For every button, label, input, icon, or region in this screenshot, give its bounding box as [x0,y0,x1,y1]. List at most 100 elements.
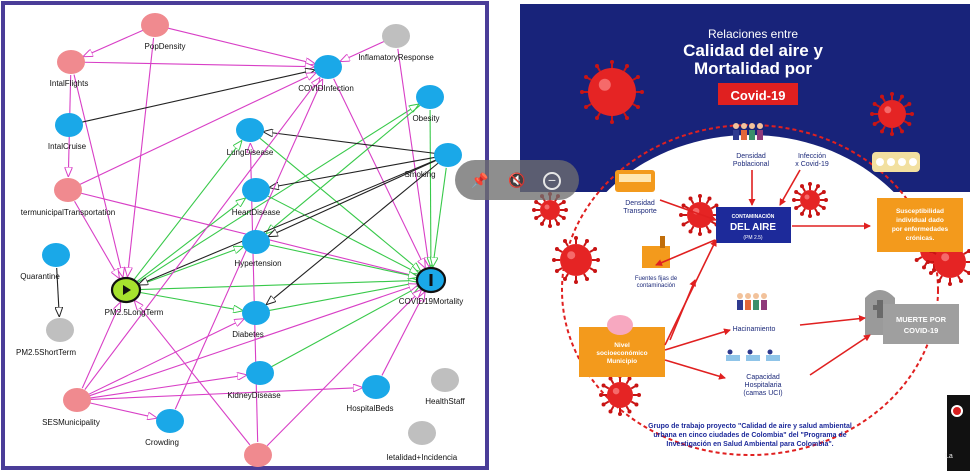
node-obesity[interactable]: Obesity [412,85,444,123]
node-label: Obesity [412,114,439,123]
susceptibilidad-line3: por enfermedades [892,226,949,233]
node-popdensity[interactable]: PopDensity [141,13,185,51]
node-circle [63,388,91,412]
poster-title-line3: Mortalidad por [694,59,812,78]
overlay-toolbar[interactable]: 📌 🔇 − [455,160,579,200]
node-covidinfection[interactable]: COVIDInfection [298,55,354,93]
node-circle [314,55,342,79]
hacinamiento-label: Hacinamiento [733,326,776,333]
node-inflammatory[interactable]: InflamatoryResponse [358,24,434,62]
node-pm25short[interactable]: PM2.5ShortTerm [16,318,76,357]
edge-smoking-diabetes [267,162,439,304]
edge-bottompink-covidmortality [266,290,421,447]
fuentes-line1: Fuentes fijas de [635,276,678,282]
pin-icon[interactable]: 📌 [471,172,489,188]
edge-pm25long-heart [135,199,245,283]
bus-icon [615,170,655,192]
node-circle [141,13,169,37]
edge-pm25long-obesity [136,105,418,284]
corner-text: La [945,453,953,460]
node-label: PopDensity [145,42,186,51]
node-intalflights[interactable]: IntalFlights [50,50,89,88]
edge-intermunicipal-covidinfection [79,73,316,185]
node-circle [42,243,70,267]
node-label: HealthStaff [425,397,465,406]
densidad-transporte-line2: Transporte [623,208,657,215]
minus-icon[interactable]: − [543,172,561,190]
edge-obesity-covidmortality [430,109,431,266]
bar-icon [429,274,433,286]
node-diabetes[interactable]: Diabetes [232,301,270,339]
edge-inflammatory-covidmortality [397,48,429,266]
virus-icon [870,92,914,136]
node-label: Crowding [145,438,179,447]
node-label: InflamatoryResponse [358,53,434,62]
hospital-beds-icon [726,349,780,361]
node-label: IntalCruise [48,142,87,151]
node-healthstaff[interactable]: HealthStaff [425,368,465,406]
node-circle [57,50,85,74]
node-hypertension[interactable]: Hypertension [234,230,282,268]
contaminacion-pm: (PM 2.5) [743,235,763,241]
node-heart[interactable]: HeartDisease [232,178,281,217]
muerte-box [883,304,959,344]
densidad-poblacional-line2: Poblacional [733,161,770,168]
node-letalidad[interactable]: letalidad+Incidencia [387,421,458,462]
node-sesmunicipality[interactable]: SESMunicipality [42,388,100,427]
node-label: PM2.5LongTerm [105,308,164,317]
edge-hospitalbeds-covidmortality [381,292,425,376]
footer-line2: urbana en cinco ciudades de Colombia" de… [653,432,846,439]
nivel-line3: Municipio [607,358,637,365]
edge-smoking-heart [270,156,436,187]
edge-pm25long-hypertension [138,247,243,287]
edge-pm25long-lung [133,141,241,281]
node-label: PM2.5ShortTerm [16,348,76,357]
node-lung[interactable]: LungDisease [227,118,274,157]
edge-covidinfection-covidmortality [333,78,425,268]
densidad-transporte-line1: Densidad [625,200,655,207]
node-hospitalbeds[interactable]: HospitalBeds [346,375,394,413]
node-circle [156,409,184,433]
node-circle [244,443,272,467]
capacidad-line2: Hospitalaria [745,382,782,389]
node-crowding[interactable]: Crowding [145,409,184,447]
node-label: Diabetes [232,330,264,339]
contaminacion-big: DEL AIRE [730,222,776,233]
node-bottompink[interactable] [244,443,272,467]
node-covidmortality[interactable]: COVID19Mortality [399,266,463,306]
edge-sesmunicipality-covidmortality [89,284,417,397]
nivel-line2: socioeconómico [596,350,647,357]
edge-quarantine-pm25short [57,267,60,316]
node-label: KidneyDisease [227,391,281,400]
susceptibilidad-line4: crónicas. [906,235,935,242]
node-intalcruise[interactable]: IntalCruise [48,113,87,151]
node-label: HospitalBeds [346,404,393,413]
node-quarantine[interactable]: Quarantine [20,243,70,281]
node-intermunicipal[interactable]: termunicipalTransportation [21,178,115,217]
node-circle [416,85,444,109]
virus-icon [552,236,600,284]
node-circle [242,230,270,254]
infeccion-line1: Infección [798,153,826,160]
node-circle [431,368,459,392]
edge-popdensity-covidinfection [167,27,315,64]
edge-heart-covidmortality [267,195,419,274]
corner-video-thumbnail[interactable]: La [945,395,970,471]
fuentes-line2: contaminación [637,283,676,289]
pills-icon [872,152,920,172]
node-smoking[interactable]: Smoking [404,143,462,179]
muerte-line1: MUERTE POR [896,315,947,324]
poster-title-line1: Relaciones entre [708,27,798,41]
mute-icon[interactable]: 🔇 [508,172,526,188]
node-label: LungDisease [227,148,274,157]
node-kidney[interactable]: KidneyDisease [227,361,281,400]
node-label: SESMunicipality [42,418,100,427]
node-label: COVIDInfection [298,84,354,93]
crowding-icon [737,293,767,310]
footer-line1: Grupo de trabajo proyecto "Calidad de ai… [648,423,852,430]
node-pm25long[interactable]: PM2.5LongTerm [105,276,164,317]
node-label: letalidad+Incidencia [387,453,458,462]
contaminacion-box [716,207,791,243]
